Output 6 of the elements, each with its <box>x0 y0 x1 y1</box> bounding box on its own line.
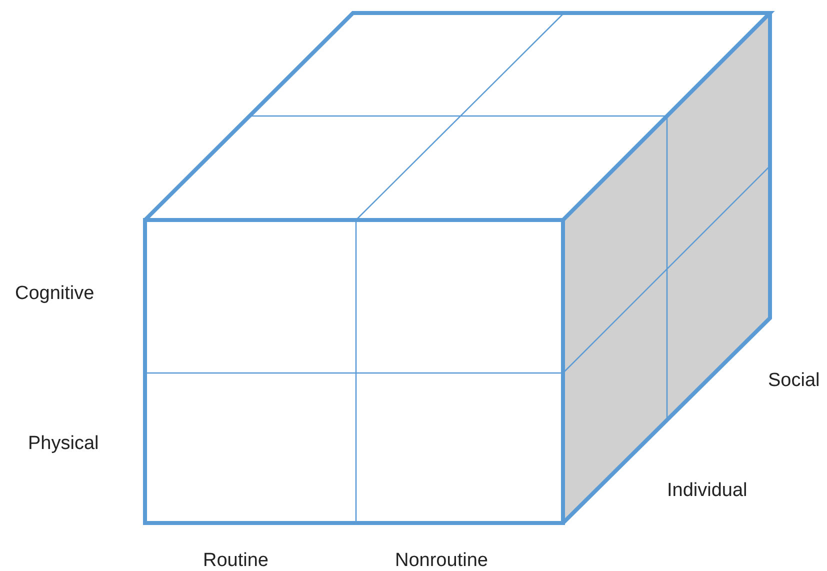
axis-label: Nonroutine <box>395 551 488 570</box>
axis-label: Cognitive <box>15 284 94 303</box>
axis-label: Social <box>768 371 820 390</box>
axis-label: Individual <box>667 481 748 500</box>
axis-label: Physical <box>28 434 99 453</box>
axis-label: Routine <box>203 551 268 570</box>
